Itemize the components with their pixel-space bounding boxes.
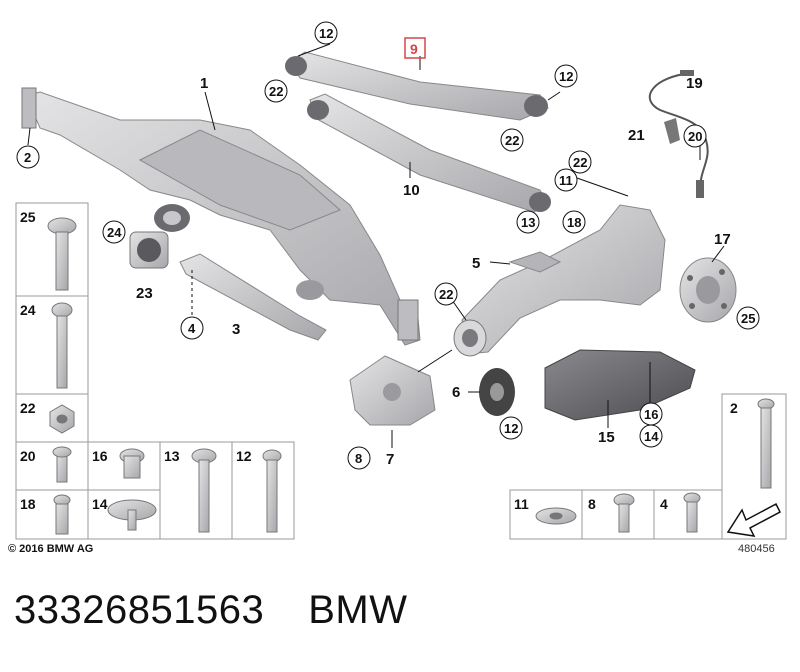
callout-22-bushing: 22 [439, 287, 453, 302]
bush-part [479, 368, 515, 416]
callout-4: 4 [188, 321, 196, 336]
grid-label-4: 4 [660, 496, 668, 512]
grid-label-2: 2 [730, 400, 738, 416]
callout-11: 11 [559, 173, 573, 188]
hardware-labels-right: 2 11 8 4 [514, 400, 738, 512]
callout-9-highlighted: 9 [410, 41, 418, 57]
callout-10: 10 [403, 182, 420, 199]
callout-5: 5 [472, 255, 480, 272]
grid-label-22: 22 [20, 400, 36, 416]
wheel-speed-sensor-part [648, 70, 709, 198]
part-caption: 33326851563 BMW [14, 588, 407, 633]
grid-label-12: 12 [236, 448, 252, 464]
callout-16: 16 [644, 407, 658, 422]
rubber-mount-part [129, 231, 169, 269]
callout-18: 18 [567, 215, 581, 230]
callout-12-right: 12 [559, 69, 573, 84]
diagram-id: 480456 [738, 543, 775, 555]
wheel-hub-part [679, 257, 737, 323]
grid-label-20: 20 [20, 448, 36, 464]
callout-22-carrier: 22 [573, 155, 587, 170]
callout-1: 1 [200, 75, 208, 92]
grid-label-11: 11 [514, 496, 529, 512]
reinforcement-plate-part [179, 253, 327, 341]
copyright-notice: © 2016 BMW AG [8, 543, 94, 555]
subframe-part [21, 87, 421, 346]
callout-13: 13 [521, 215, 535, 230]
direction-arrow-icon [726, 502, 781, 537]
callout-3: 3 [232, 321, 240, 338]
hardware-labels-left: 25 24 22 20 16 13 12 18 14 [20, 209, 252, 512]
grid-label-8: 8 [588, 496, 596, 512]
wheel-carrier-part [453, 204, 666, 357]
grid-label-18: 18 [20, 496, 36, 512]
callout-14: 14 [644, 429, 659, 444]
callout-2: 2 [24, 150, 31, 165]
callout-20: 20 [688, 129, 702, 144]
bolt-illustrations-left [47, 217, 282, 535]
brand-name: BMW [308, 588, 408, 632]
callout-12-bush: 12 [504, 421, 518, 436]
lower-control-arm-part [307, 93, 551, 213]
callout-17: 17 [714, 231, 731, 248]
grid-label-24: 24 [20, 302, 36, 318]
callout-labels: 1 2 3 4 5 6 7 8 9 10 11 12 12 12 13 14 1… [16, 21, 760, 470]
callout-6: 6 [452, 384, 460, 401]
bolt-illustrations-right [535, 398, 775, 533]
part-number: 33326851563 [14, 588, 265, 632]
grid-label-14: 14 [92, 496, 108, 512]
grid-label-16: 16 [92, 448, 108, 464]
callout-22-arm-end: 22 [505, 133, 519, 148]
callout-23: 23 [136, 285, 153, 302]
callout-24: 24 [107, 225, 122, 240]
callout-19: 19 [686, 75, 703, 92]
callout-21: 21 [628, 127, 645, 144]
callout-7: 7 [386, 451, 394, 468]
grid-label-25: 25 [20, 209, 36, 225]
callout-25: 25 [741, 311, 755, 326]
upper-control-arm-part [285, 51, 549, 121]
hardware-grid-right [509, 393, 787, 540]
hardware-grid-left [15, 202, 295, 540]
callout-22-upper-arm: 22 [269, 84, 283, 99]
parts-diagram: 1 2 3 4 5 6 7 8 9 10 11 12 12 12 13 14 1… [15, 21, 787, 540]
underbody-cover-part [544, 349, 696, 421]
callout-8: 8 [355, 451, 362, 466]
callout-15: 15 [598, 429, 615, 446]
grid-label-13: 13 [164, 448, 180, 464]
carrier-bracket-part [349, 355, 436, 426]
callout-12-top: 12 [319, 26, 333, 41]
